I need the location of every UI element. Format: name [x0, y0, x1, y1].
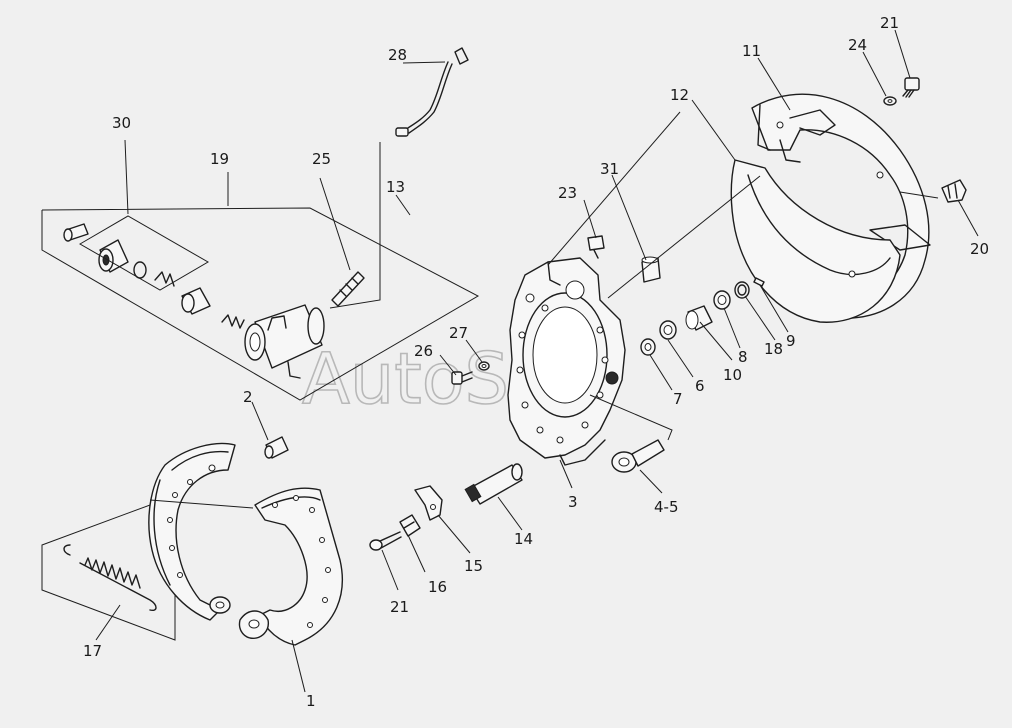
callout-17: 17: [83, 642, 102, 660]
group-bracket-30: [79, 139, 209, 291]
return-spring: [63, 544, 157, 612]
group-bracket-19: [41, 172, 480, 401]
washer-8: [713, 290, 731, 310]
callout-16: 16: [428, 578, 447, 596]
callout-12: 12: [670, 86, 689, 104]
cover-plate: [730, 159, 901, 323]
callout-20: 20: [970, 240, 989, 258]
callout-4-5: 4-5: [654, 498, 679, 516]
cylinder-piston: [181, 287, 211, 315]
retainer-16: [399, 514, 421, 537]
roller-2: [264, 436, 289, 459]
bolt-21-bottom: [369, 531, 402, 551]
callout-1: 1: [306, 692, 316, 710]
callout-21-bottom: 21: [390, 598, 409, 616]
anchor-pin: [611, 439, 665, 473]
callout-11: 11: [742, 42, 761, 60]
push-rod: [63, 223, 89, 242]
callout-21-top: 21: [880, 14, 899, 32]
callout-27: 27: [449, 324, 468, 342]
callout-24: 24: [848, 36, 867, 54]
clip-20: [941, 179, 967, 203]
bolt-26: [451, 371, 473, 385]
brake-shoe-front: [238, 487, 344, 646]
cylinder-spring: [221, 314, 245, 329]
callout-3: 3: [568, 493, 578, 511]
snap-ring-18: [734, 281, 750, 299]
brake-hose: [395, 47, 469, 137]
pin-9: [753, 277, 765, 287]
wheel-cylinder: [244, 304, 325, 379]
washer-27: [478, 361, 490, 371]
cylinder-cup-seal: [154, 271, 175, 287]
seal-6: [659, 320, 677, 340]
clip-15: [414, 485, 443, 521]
callout-8: 8: [738, 348, 748, 366]
callout-7: 7: [673, 390, 683, 408]
bushing-10: [685, 305, 713, 331]
callout-19: 19: [210, 150, 229, 168]
callout-18: 18: [764, 340, 783, 358]
cam-shaft: [464, 463, 523, 505]
bolt-23: [587, 235, 605, 259]
bolt-21-top: [902, 77, 920, 98]
callouts: 1 2 3 4-5 6 7 8 9 10 11 12 13 14 15 16 1…: [83, 14, 989, 710]
callout-23: 23: [558, 184, 577, 202]
callout-26: 26: [414, 342, 433, 360]
group-bracket-17: [41, 504, 176, 641]
leader-lines: [95, 29, 979, 693]
callout-13: 13: [386, 178, 405, 196]
callout-25: 25: [312, 150, 331, 168]
washer-24: [883, 96, 897, 106]
backing-plate: [507, 257, 626, 466]
bleeder-screw-25: [331, 271, 365, 307]
bushing-31: [641, 256, 661, 283]
callout-15: 15: [464, 557, 483, 575]
callout-30: 30: [112, 114, 131, 132]
callout-31: 31: [600, 160, 619, 178]
callout-10: 10: [723, 366, 742, 384]
callout-2: 2: [243, 388, 253, 406]
callout-9: 9: [786, 332, 796, 350]
callout-6: 6: [695, 377, 705, 395]
washer-7: [640, 338, 656, 356]
brake-shoe-rear: [148, 442, 236, 621]
callout-28: 28: [388, 46, 407, 64]
callout-14: 14: [514, 530, 533, 548]
dust-boot: [98, 239, 129, 273]
